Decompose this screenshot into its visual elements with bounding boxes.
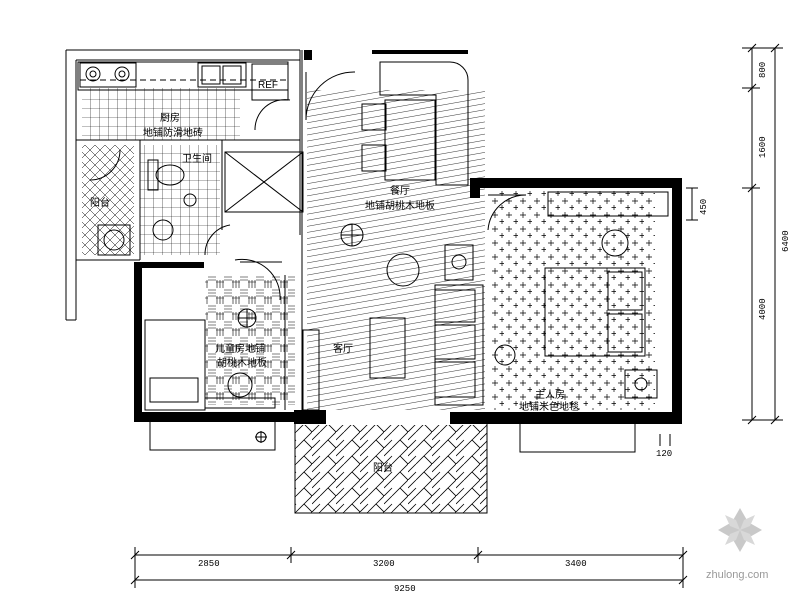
bathroom-floor-hatch [140, 145, 220, 255]
label-child-room: 儿童房地铺 [215, 342, 265, 355]
master-side-chair [494, 344, 516, 366]
armchair [386, 253, 420, 287]
dim-450: 450 [699, 199, 709, 215]
entry-door-swing [305, 71, 356, 121]
master-door-swing [487, 194, 527, 231]
plant-icon [340, 223, 364, 247]
dim-right-1: 800 [758, 62, 768, 78]
child-desk-chair [204, 372, 276, 409]
label-small-balcony: 阳台 [90, 196, 110, 209]
label-master-floor: 地铺米色地毯 [519, 400, 579, 413]
kitchen-door-swing [254, 99, 291, 131]
living-bottom-left-wall [294, 410, 326, 424]
right-dimensions: 800 1600 4000 6400 [742, 43, 791, 425]
label-main-balcony: 阳台 [373, 461, 393, 474]
dim-bottom-2: 3200 [373, 559, 395, 569]
tv-cabinet [302, 329, 320, 411]
dining-sofa [379, 61, 469, 186]
balcony-door-swing [89, 149, 121, 181]
coffee-table [369, 317, 406, 379]
kitchen-counter [77, 61, 289, 91]
dining-table [361, 99, 436, 181]
dim-bottom-3: 3400 [565, 559, 587, 569]
child-top-wall [134, 262, 204, 268]
bottom-dimensions: 2850 3200 3400 9250 [130, 547, 688, 594]
watermark-text: zhulong.com [706, 569, 768, 581]
main-balcony-wall [294, 424, 488, 514]
dim-bottom-1: 2850 [198, 559, 220, 569]
child-door-swing [234, 258, 282, 301]
master-chair [601, 229, 629, 257]
fridge: REF [251, 63, 289, 101]
main-balcony-hatch [295, 425, 487, 513]
label-kitchen: 厨房 [160, 111, 180, 124]
shower-icon [224, 151, 304, 213]
label-bathroom: 卫生间 [182, 152, 212, 165]
dim-right-2: 1600 [758, 136, 768, 158]
master-top-left-wall [470, 178, 480, 198]
dim-right-3: 4000 [758, 298, 768, 320]
side-dimension-120: 120 [656, 434, 672, 459]
living-sofa [434, 284, 484, 406]
child-balcony [149, 422, 276, 451]
washbasin-icon [152, 193, 197, 241]
side-dimension-450: 450 [686, 187, 709, 221]
top-wall [372, 50, 468, 54]
label-dining-floor: 地铺胡桃木地板 [365, 199, 435, 212]
side-table [444, 244, 474, 281]
small-balcony-hatch [82, 145, 134, 255]
dim-120: 120 [656, 449, 672, 459]
watermark-logo-icon [718, 508, 762, 552]
living-floor-hatch [307, 90, 485, 410]
master-bed [544, 267, 646, 357]
child-plant-icon [237, 308, 257, 328]
master-bottom-wall [450, 412, 682, 424]
child-floor-hatch [205, 275, 295, 405]
sink-icon [197, 62, 247, 88]
child-bottom-wall [134, 412, 294, 422]
label-master: 主人房 [535, 388, 565, 401]
label-dining: 餐厅 [390, 184, 410, 197]
kitchen-floor-hatch [82, 88, 240, 140]
nightstand-icon [624, 369, 658, 399]
top-wall-stub [304, 50, 312, 60]
fridge-label: REF [258, 80, 278, 91]
washing-machine-icon [97, 224, 131, 256]
master-balcony [519, 424, 636, 453]
balcony-plant-icon [255, 431, 267, 443]
toilet-icon [147, 159, 185, 191]
outer-thin-walls [65, 49, 300, 321]
master-top-wall [470, 178, 682, 188]
dim-bottom-total: 9250 [394, 584, 416, 594]
dim-right-total: 6400 [781, 230, 791, 252]
master-right-wall [672, 178, 682, 424]
label-living: 客厅 [333, 342, 353, 355]
child-left-wall [134, 262, 142, 422]
master-floor-hatch [490, 190, 655, 410]
label-kitchen-floor: 地铺防滑地砖 [143, 126, 203, 139]
label-child-floor: 胡桃木地板 [217, 356, 267, 369]
child-bed [144, 319, 206, 411]
stove-icon [79, 62, 137, 88]
wardrobe [547, 191, 669, 217]
bathroom-door-swing [204, 224, 231, 256]
